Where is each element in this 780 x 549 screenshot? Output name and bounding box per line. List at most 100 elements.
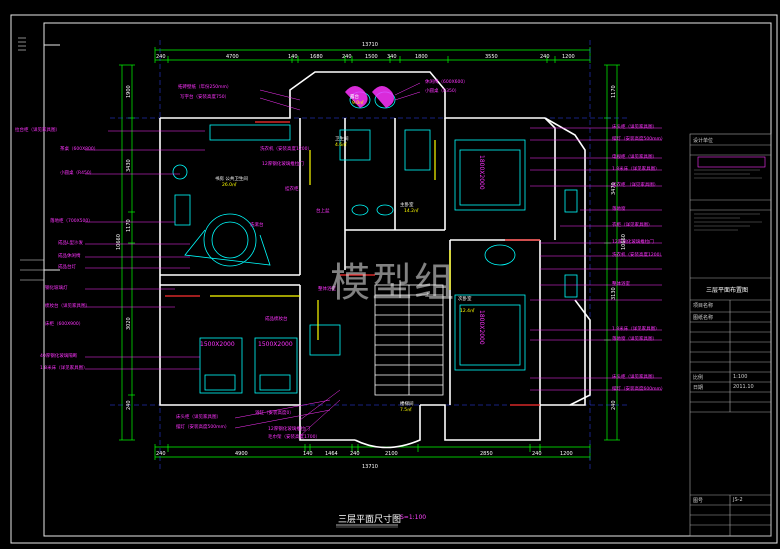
bottom-dim-4: 240 <box>350 451 360 457</box>
title-block-row-0: 设计单位 <box>693 138 714 144</box>
room-2-name: 次卧室 <box>458 295 472 302</box>
bottom-label-4: 毛巾架（安装高度1700） <box>268 433 320 440</box>
right-label-11: 落地窗（详见家具图） <box>612 335 657 342</box>
top-dim-2: 140 <box>288 54 298 60</box>
bottom-dim-0: 240 <box>156 451 166 457</box>
right-label-8: 洗衣机（安装高度1200） <box>612 251 664 258</box>
bottom-label-2: 浴缸（安装高度0） <box>255 409 294 416</box>
left-label-8: 梳妆台（详见家具图） <box>45 302 90 309</box>
left-label-4: 成品L型沙发 <box>58 239 84 246</box>
left-label-1: 茶桌（600X800） <box>60 145 98 152</box>
left-dim-2: 1170 <box>126 219 132 232</box>
top-dim-3: 1680 <box>310 54 323 60</box>
right-label-6: 衣柜（详见家具图） <box>612 221 653 228</box>
left-dim-3: 3020 <box>126 317 132 330</box>
outer-frame <box>10 14 778 544</box>
room-0-name: 书房 公共卫生间 <box>215 175 248 182</box>
right-dim-1: 3470 <box>611 182 617 195</box>
bottom-dim-5: 2100 <box>385 451 398 457</box>
bottom-label-0: 床头柜（详见家具图） <box>176 413 221 420</box>
top-label-2: 休闲椅（600X600） <box>425 78 468 85</box>
overall-top-dim: 13710 <box>362 42 378 48</box>
walls <box>159 71 591 449</box>
left-dim-1: 3430 <box>126 159 132 172</box>
top-dim-10: 1200 <box>562 54 575 60</box>
left-dim-4: 240 <box>126 400 132 410</box>
room-1-area: 14.2㎡ <box>404 207 419 214</box>
top-label-0: 拓砖壁纸（年份250mm） <box>178 83 231 90</box>
right-label-12: 床头柜（详见家具图） <box>612 373 657 380</box>
room-3-name: 露台 <box>350 93 359 100</box>
tick-marks <box>18 37 26 51</box>
top-label-1: 写字台（安装高度750） <box>180 93 229 100</box>
top-dim-4: 240 <box>342 54 352 60</box>
top-dim-6: 340 <box>387 54 397 60</box>
right-dim-2: 3130 <box>611 287 617 300</box>
title-block-row-2: 图纸名称 <box>693 315 714 321</box>
drawing-title: 三层平面尺寸图 <box>338 515 402 525</box>
top-dim-0: 240 <box>156 54 166 60</box>
title-block <box>689 133 772 537</box>
title-block-row-5: 日期 <box>693 385 704 391</box>
bottom-label-1: 摆灯（安装高度500mm） <box>176 423 229 430</box>
right-label-0: 床头柜（详见家具图） <box>612 123 657 130</box>
top-dim-8: 3550 <box>485 54 498 60</box>
right-dim-3: 240 <box>611 400 617 410</box>
left-dim-0: 1900 <box>126 85 132 98</box>
title-block-row-6: 2011.10 <box>733 384 754 390</box>
bottom-dim-3: 1464 <box>325 451 338 457</box>
bottom-dim-6: 2850 <box>480 451 493 457</box>
left-label-3: 落地柜（700X500） <box>50 217 93 224</box>
dimension-lines <box>121 49 618 458</box>
right-total-dim: 10660 <box>621 234 627 250</box>
right-label-2: 电视柜（详见家具图） <box>612 153 657 160</box>
right-label-7: 12厚钢化玻璃推拉门 <box>612 238 654 245</box>
room-0-area: 26.0㎡ <box>222 181 237 188</box>
bed-size-1: 1500X2000 <box>200 341 235 348</box>
title-block-sheet-name: 三层平面布置图 <box>706 287 749 294</box>
left-label-2: 小圆桌（R450） <box>60 169 94 176</box>
bottom-dim-8: 1200 <box>560 451 573 457</box>
bed-size-2: 1500X2000 <box>258 341 293 348</box>
title-block-scribbles <box>694 169 762 231</box>
center-label-6: 整体浴室 <box>318 285 336 292</box>
title-block-row-8: JS-2 <box>733 497 743 503</box>
left-label-9: 床柜（600X900） <box>45 320 83 327</box>
center-label-4: 台上盆 <box>316 207 330 214</box>
title-block-row-4: 1:100 <box>733 374 748 380</box>
right-label-13: 摆灯（安装高度600mm） <box>612 385 665 392</box>
bottom-dim-2: 140 <box>303 451 313 457</box>
room-2-area: 12.4㎡ <box>460 307 475 314</box>
room-3-area: 9.0㎡ <box>352 99 364 106</box>
left-label-6: 成品台灯 <box>58 263 76 270</box>
watermark: 模型组 <box>330 260 456 306</box>
top-label-3: 小圆桌（R350） <box>425 87 459 94</box>
center-label-0: 洗衣机（安装高度1200） <box>260 145 312 152</box>
bottom-dim-7: 240 <box>532 451 542 457</box>
leader-lines <box>85 82 662 437</box>
center-label-5: 成品梳妆台 <box>265 315 288 322</box>
right-label-10: 1.8米床（详见家具图） <box>612 325 660 332</box>
title-block-row-7: 图号 <box>693 498 704 504</box>
left-label-7: 钢化玻璃灯 <box>45 284 68 291</box>
top-dim-1: 4700 <box>226 54 239 60</box>
room-1-name: 主卧室 <box>400 201 414 208</box>
stair-up: 上 <box>425 291 430 298</box>
staircase <box>374 280 444 396</box>
bed-size-3: 1800X2000 <box>478 155 485 190</box>
room-5-area: 4.6㎡ <box>335 141 347 148</box>
top-dim-7: 1800 <box>415 54 428 60</box>
right-dim-0: 1170 <box>611 85 617 98</box>
center-label-1: 12厚钢化玻璃推拉门 <box>262 160 304 167</box>
left-total-dim: 10660 <box>116 234 122 250</box>
left-label-5: 成品休闲椅 <box>58 252 81 259</box>
right-label-9: 整体浴室 <box>612 280 630 287</box>
bed-size-4: 1800X2000 <box>478 310 485 345</box>
bottom-label-3: 12厚钢化玻璃推拉门 <box>268 425 310 432</box>
top-dim-5: 1500 <box>365 54 378 60</box>
right-label-5: 落地窗 <box>612 205 626 212</box>
right-label-3: 1.8米床（详见家具图） <box>612 165 660 172</box>
right-label-1: 摆灯（安装高度500mm） <box>612 135 665 142</box>
accents <box>165 86 540 406</box>
